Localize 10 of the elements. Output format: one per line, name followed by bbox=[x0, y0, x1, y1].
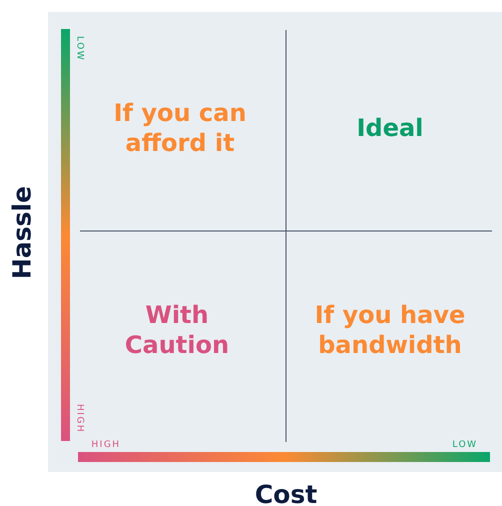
quadrant-label: If you have bandwidth bbox=[314, 300, 466, 360]
axis-title: Cost bbox=[254, 478, 318, 506]
axis-end-label: HIGH bbox=[74, 402, 85, 435]
axis-end-label: LOW bbox=[74, 34, 85, 63]
axis-end-label: LOW bbox=[451, 440, 479, 451]
axis-title: Hassle bbox=[6, 184, 38, 281]
quadrant-label: If you can afford it bbox=[112, 98, 248, 158]
quadrant-label: With Caution bbox=[124, 300, 230, 360]
axis-end-label: HIGH bbox=[90, 440, 122, 451]
quadrant-label: Ideal bbox=[356, 113, 424, 143]
